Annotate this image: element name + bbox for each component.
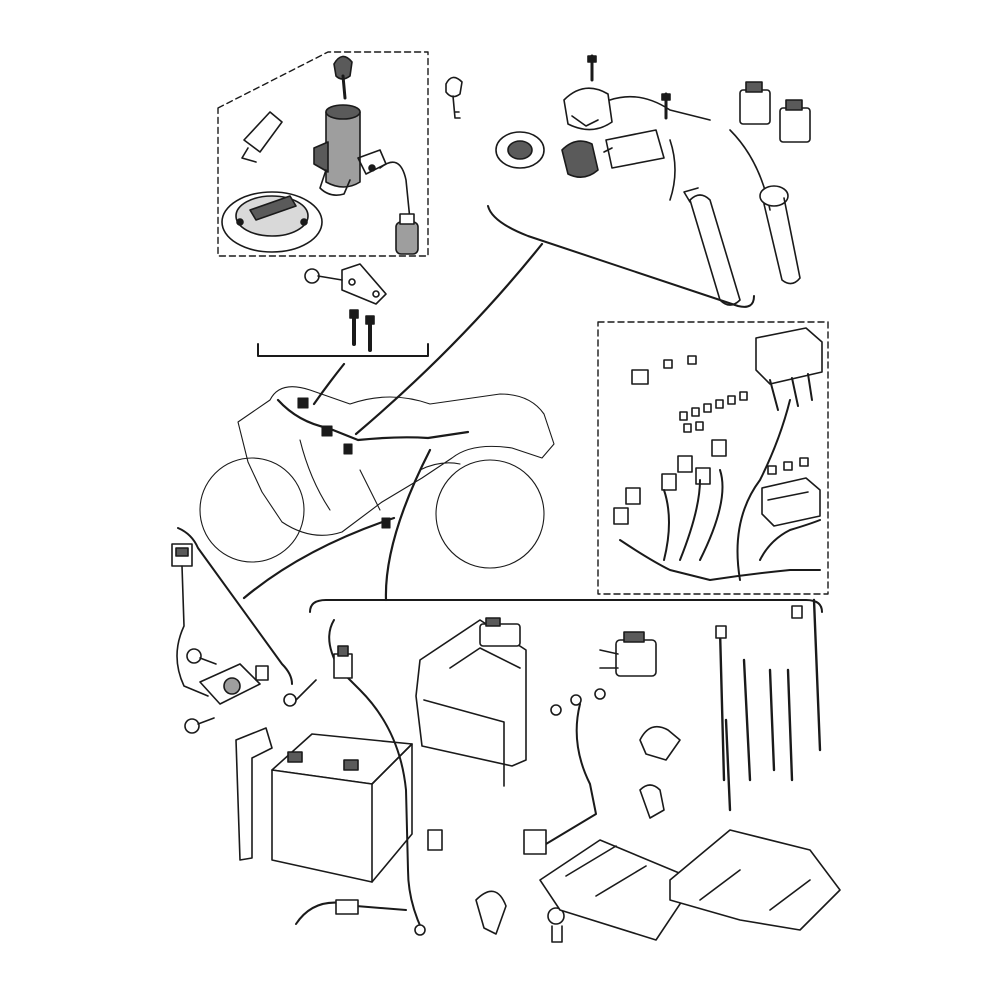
battery-group-bracket-line (309, 599, 823, 613)
sensor-wire (176, 565, 209, 697)
rear-wheel (435, 459, 545, 569)
battery-strap (235, 727, 273, 861)
ignition-lock-cylinder (313, 104, 387, 196)
grip-right (759, 185, 801, 285)
mounting-bracket (341, 263, 387, 305)
bolt-icon (587, 54, 671, 120)
starter-relay (599, 631, 657, 677)
screw-icon (184, 648, 217, 734)
front-wheel (199, 457, 305, 563)
fuse-box-secondary (761, 477, 821, 527)
fuel-cap-part (221, 191, 323, 253)
switch-sleeve (495, 131, 545, 169)
leader-line (242, 516, 396, 600)
connector-icon (523, 829, 547, 855)
relay-icon (739, 81, 811, 143)
ignition-connector (395, 213, 419, 255)
sensor-switch (199, 663, 269, 705)
connector-icon (333, 645, 353, 679)
fuse-harness-group (597, 321, 829, 595)
handlebar-switch-group (487, 54, 811, 308)
leader-line (312, 362, 346, 406)
sensor-group-bracket-line (177, 527, 293, 685)
left-switch-housing (563, 87, 613, 131)
motorcycle-frame (237, 386, 555, 536)
wire-harness (619, 399, 821, 581)
connector-icon (613, 439, 727, 525)
switch-cover-part (241, 111, 283, 163)
fuse-group-dashed-border (597, 321, 829, 595)
tool-tray (669, 829, 841, 931)
screw-icon (304, 268, 343, 284)
connector-icon (171, 543, 193, 567)
ignition-switch-group (217, 51, 463, 357)
right-switch-housing (561, 129, 665, 178)
spare-key-icon (445, 76, 463, 119)
key-icon (333, 55, 353, 100)
connector-icon (335, 829, 443, 915)
battery-tray (539, 839, 697, 941)
leader-line (384, 448, 432, 602)
terminal-icon (283, 679, 426, 936)
bolt-icon (349, 309, 375, 352)
ignition-group-dashed-border (217, 51, 429, 257)
grip-left (683, 187, 741, 306)
clip-icon (547, 907, 565, 943)
relay-icon (479, 617, 521, 647)
clamp-icon (475, 725, 681, 935)
ignition-group-bracket-line (257, 343, 429, 357)
cable-tie-icon (715, 598, 822, 812)
fuse-icon (631, 355, 809, 475)
battery-cable-positive (328, 619, 423, 931)
motorcycle-outline (199, 386, 555, 569)
battery-group (235, 598, 841, 943)
bolt-icon (550, 688, 606, 716)
battery-cover (415, 619, 527, 787)
battery (271, 733, 413, 883)
ignition-lead-wire (379, 161, 411, 221)
fuse-box-main (755, 327, 823, 411)
sensor-group (171, 527, 293, 734)
harness-mark-icon (297, 397, 391, 529)
starter-cable (545, 703, 597, 845)
handlebar-group-bracket-line (487, 205, 755, 308)
leader-line (354, 242, 544, 436)
main-wiring-route (276, 398, 470, 442)
